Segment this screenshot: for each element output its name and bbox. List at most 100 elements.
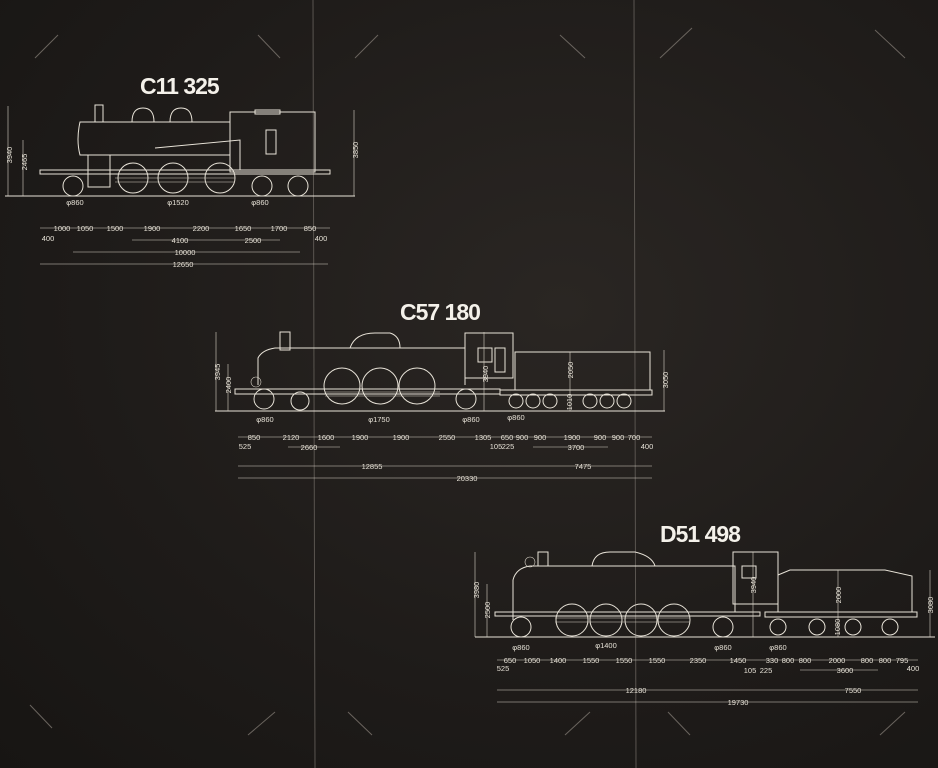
height-dimension: 3940: [481, 366, 490, 383]
height-dimension: 1080: [833, 619, 842, 636]
height-dimension: 2500: [483, 602, 492, 619]
dimension-label: 795: [896, 656, 909, 665]
height-dimension: 2400: [224, 377, 233, 394]
wheel-diameter-label: φ860: [256, 415, 273, 424]
wheel-diameter-label: φ1750: [368, 415, 390, 424]
length-dimensions: 850 2120 1600 1900 1900 2550 1305 650 90…: [239, 433, 654, 483]
dimension-label: 850: [304, 224, 317, 233]
dimension-label: 225: [502, 442, 515, 451]
dimension-lines: [7, 106, 355, 265]
locomotive-c11-325: C11 325 3940 2465 3850 φ860 φ1520 φ86: [5, 73, 360, 269]
dimension-label: 2200: [193, 224, 210, 233]
dimension-label: 2500: [245, 236, 262, 245]
dimension-label: 525: [497, 664, 510, 673]
wheel-diameter-label: φ860: [512, 643, 529, 652]
dimension-label: 225: [760, 666, 773, 675]
dimension-label: 800: [799, 656, 812, 665]
dimension-label: 800: [782, 656, 795, 665]
dimension-label: 525: [239, 442, 252, 451]
dimension-label: 1900: [564, 433, 581, 442]
dimension-label: 400: [315, 234, 328, 243]
height-dimension: 3940: [749, 577, 758, 594]
height-dimension: 3940: [5, 147, 14, 164]
dimension-label: 2660: [301, 443, 318, 452]
dimension-label: 12650: [173, 260, 194, 269]
dimension-label: 4100: [172, 236, 189, 245]
dimension-label: 650: [504, 656, 517, 665]
wheel-diameter-label: φ1400: [595, 641, 617, 650]
dimension-label: 1450: [730, 656, 747, 665]
wheel-diameter-label: φ860: [769, 643, 786, 652]
dimension-lines: [215, 332, 665, 479]
dimension-label: 7550: [845, 686, 862, 695]
dimension-label: 19730: [728, 698, 749, 707]
height-dimension: 2000: [834, 587, 843, 604]
locomotive-d51-498: D51 498 3980 2500 3940 2000 1080 3080 φ8: [472, 521, 935, 707]
wheel-diameter-label: φ860: [251, 198, 268, 207]
dimension-label: 105: [744, 666, 757, 675]
dimension-label: 1305: [475, 433, 492, 442]
length-dimensions: 1000 1050 1500 1900 2200 1650 1700 850 4…: [42, 224, 328, 269]
dimension-lines: [474, 552, 931, 703]
dimension-label: 900: [612, 433, 625, 442]
height-dimension: 3080: [926, 597, 935, 614]
height-dimension: 3850: [351, 142, 360, 159]
dimension-label: 1600: [318, 433, 335, 442]
dimension-label: 1900: [352, 433, 369, 442]
height-dimension: 2465: [20, 154, 29, 171]
locomotive-c57-180: C57 180 3945 2400 3940 2050 1010: [213, 299, 670, 483]
dimension-label: 3700: [568, 443, 585, 452]
locomotive-title: C57 180: [400, 299, 480, 325]
wheel-diameter-label: φ860: [507, 413, 524, 422]
dimension-label: 2350: [690, 656, 707, 665]
dimension-label: 1550: [649, 656, 666, 665]
height-dimension: 3980: [472, 582, 481, 599]
dimension-label: 900: [534, 433, 547, 442]
dimension-label: 7475: [575, 462, 592, 471]
dimension-label: 1000: [54, 224, 71, 233]
dimension-label: 1050: [77, 224, 94, 233]
dimension-label: 1700: [271, 224, 288, 233]
dimension-label: 800: [879, 656, 892, 665]
dimension-label: 700: [628, 433, 641, 442]
locomotive-title: C11 325: [140, 73, 220, 99]
dimension-label: 12855: [362, 462, 383, 471]
dimension-label: 400: [907, 664, 920, 673]
dimension-label: 1050: [524, 656, 541, 665]
height-dimension: 3945: [213, 364, 222, 381]
dimension-label: 1550: [616, 656, 633, 665]
dimension-label: 1900: [393, 433, 410, 442]
dimension-label: 1550: [583, 656, 600, 665]
height-dimension: 2050: [566, 362, 575, 379]
dimension-label: 2550: [439, 433, 456, 442]
dimension-label: 2000: [829, 656, 846, 665]
dimension-label: 20330: [457, 474, 478, 483]
dimension-label: 900: [516, 433, 529, 442]
locomotive-outline: [5, 104, 355, 197]
dimension-label: 1400: [550, 656, 567, 665]
length-dimensions: 650 1050 1400 1550 1550 1550 2350 1450 3…: [497, 656, 920, 707]
height-dimension: 1010: [565, 394, 574, 411]
dimension-label: 2120: [283, 433, 300, 442]
dimension-label: 850: [248, 433, 261, 442]
wheel-diameter-label: φ860: [66, 198, 83, 207]
dimension-label: 3600: [837, 666, 854, 675]
dimension-label: 800: [861, 656, 874, 665]
dimension-label: 650: [501, 433, 514, 442]
dimension-label: 400: [42, 234, 55, 243]
wheel-diameter-label: φ860: [714, 643, 731, 652]
wheel-diameter-label: φ1520: [167, 198, 189, 207]
dimension-label: 330: [766, 656, 779, 665]
locomotive-outline: [475, 551, 935, 638]
locomotive-title: D51 498: [660, 521, 741, 547]
dimension-label: 900: [594, 433, 607, 442]
dimension-label: 1500: [107, 224, 124, 233]
dimension-label: 400: [641, 442, 654, 451]
paper-folds: [29, 0, 906, 768]
wheel-diameter-label: φ860: [462, 415, 479, 424]
dimension-label: 10000: [175, 248, 196, 257]
height-dimension: 3050: [661, 372, 670, 389]
locomotive-outline: [215, 331, 665, 412]
dimension-label: 1650: [235, 224, 252, 233]
